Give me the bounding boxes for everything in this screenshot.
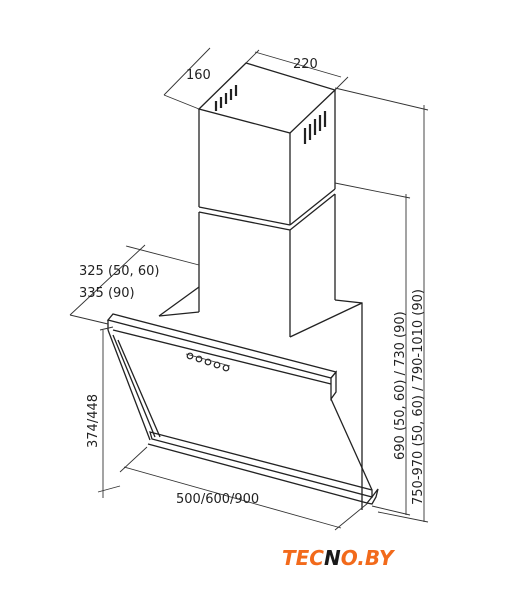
- dim-depth-large: 335 (90): [79, 286, 135, 301]
- brand-part-3: O.BY: [341, 546, 396, 570]
- control-button-icon[interactable]: [222, 364, 230, 372]
- chimney-upper: [197, 62, 337, 225]
- brand-part-1: TEC: [282, 546, 324, 570]
- svg-text:TECNO.BY: TECNO.BY: [282, 546, 396, 570]
- chimney-lower: [198, 188, 336, 337]
- vent-grille-icon: [214, 85, 238, 111]
- dim-glass-height: 374/448: [86, 394, 101, 448]
- control-panel: [185, 352, 231, 372]
- brand-part-2: N: [324, 546, 341, 570]
- vent-grille-icon: [303, 111, 327, 144]
- dimension-lines: [69, 47, 429, 531]
- brand-logo: TECNO.BY: [282, 546, 396, 570]
- dim-depth-small: 325 (50, 60): [79, 264, 159, 279]
- glass-panel: [106, 313, 379, 505]
- dim-height-inner: 690 (50, 60) / 730 (90): [393, 311, 408, 460]
- dim-depth-top: 160: [186, 68, 211, 83]
- dim-height-outer: 750-970 (50, 60) / 790-1010 (90): [411, 289, 426, 505]
- hood-body: [158, 286, 363, 510]
- dim-width-bottom: 500/600/900: [176, 492, 259, 507]
- dim-width-top: 220: [293, 57, 318, 72]
